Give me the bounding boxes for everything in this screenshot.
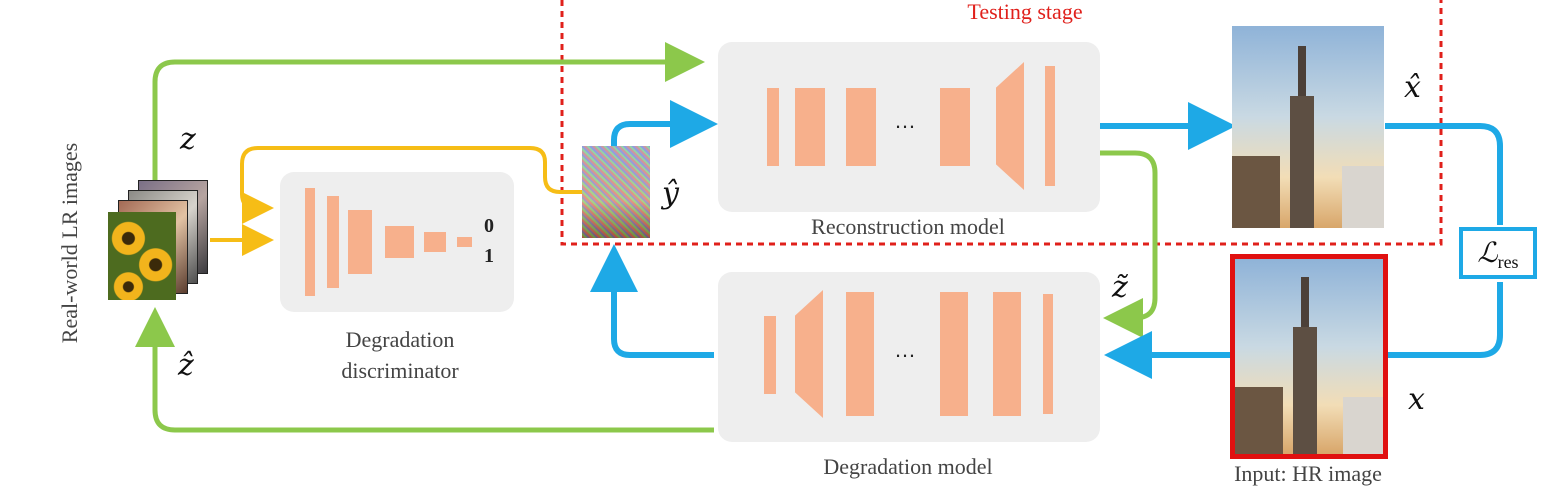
reconstruction-model-panel	[718, 42, 1100, 212]
disc-block-3	[348, 210, 372, 274]
disc-block-5	[424, 232, 446, 252]
blue-arrow-to-y-hat	[590, 244, 714, 358]
blue-arrow-to-loss	[1385, 123, 1503, 225]
recon-block-1	[767, 88, 779, 166]
symbol-x-hat: x̂	[1404, 70, 1421, 105]
symbol-z-tilde: z̃	[1112, 270, 1128, 305]
green-arrow-z-tilde	[1100, 150, 1158, 338]
input-hr-label: Input: HR image	[1234, 461, 1382, 486]
disc-block-2	[327, 196, 339, 288]
loss-box: ℒres	[1459, 227, 1537, 279]
deg-block-3	[846, 292, 874, 416]
testing-stage-border	[560, 0, 1443, 246]
reconstruction-model-label: Reconstruction model	[811, 214, 1005, 239]
deg-block-2	[795, 290, 823, 418]
hr-input-image	[1230, 254, 1388, 459]
testing-stage-label: Testing stage	[967, 0, 1083, 24]
loss-subscript: res	[1497, 252, 1519, 272]
deg-block-5	[993, 292, 1021, 416]
symbol-x: x	[1408, 382, 1425, 417]
blue-arrow-y-hat	[611, 100, 718, 148]
deg-ellipsis: …	[894, 337, 916, 362]
lr-image-stack	[108, 180, 208, 300]
disc-output-zero: 0	[484, 215, 494, 237]
real-world-lr-label: Real-world LR images	[57, 142, 82, 344]
symbol-z-hat: ẑ	[178, 348, 194, 383]
green-arrow-z-hat	[135, 307, 714, 433]
recon-block-6	[1045, 66, 1055, 186]
recon-block-5	[996, 62, 1024, 190]
disc-block-4	[385, 226, 414, 258]
recon-block-3	[846, 88, 876, 166]
blue-arrow-from-loss	[1388, 282, 1503, 358]
degradation-model-panel	[718, 272, 1100, 442]
deg-block-6	[1043, 294, 1053, 414]
x-hat-image	[1232, 26, 1384, 228]
disc-block-6	[457, 237, 472, 247]
symbol-y-hat: ŷ	[662, 176, 679, 211]
degradation-model-label: Degradation model	[823, 454, 993, 479]
degradation-discriminator-label-1: Degradation	[345, 327, 455, 352]
sunflower-image	[108, 212, 176, 300]
degradation-discriminator-label-2: discriminator	[341, 358, 459, 383]
loss-symbol: ℒ	[1477, 236, 1498, 269]
disc-output-one: 1	[484, 245, 494, 267]
y-hat-image	[582, 146, 650, 238]
deg-block-1	[764, 316, 776, 394]
deg-block-4	[940, 292, 968, 416]
recon-block-2	[795, 88, 825, 166]
recon-ellipsis: …	[894, 108, 916, 133]
symbol-z: z	[180, 122, 196, 157]
recon-block-4	[940, 88, 970, 166]
green-arrow-z	[152, 42, 705, 180]
yellow-arrow-y-hat	[240, 146, 582, 224]
disc-block-1	[305, 188, 315, 296]
